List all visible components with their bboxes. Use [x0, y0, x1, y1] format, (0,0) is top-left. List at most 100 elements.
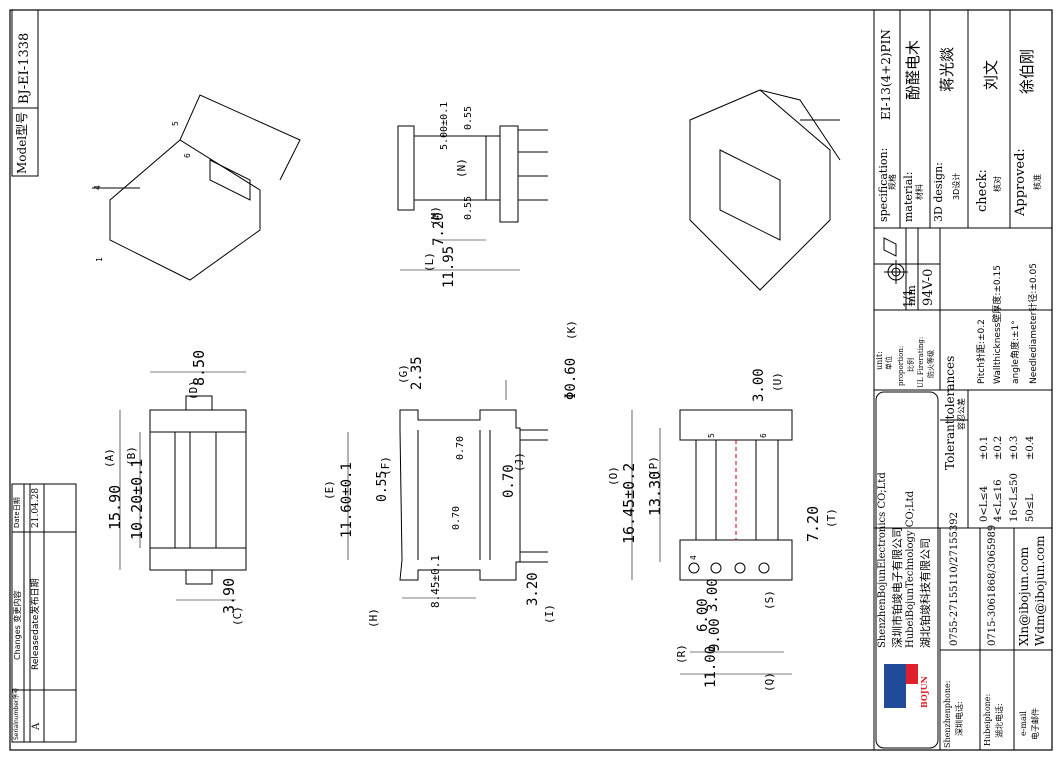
dim-front-b-tag: (B)	[125, 446, 138, 466]
rev-row-date: 21.04.28	[31, 487, 41, 528]
approved-value: 徐伯刚	[1018, 48, 1036, 94]
dim-end-u: 3.00	[751, 368, 767, 402]
dim-side-j1: 0.70	[455, 435, 466, 460]
shenzhen-phone: 0755-27155110/27155392	[949, 512, 960, 646]
dim-end-t-tag: (T)	[825, 508, 838, 528]
shenzhen-label-cn: 深圳电话:	[955, 701, 964, 736]
isometric-view-right	[689, 89, 841, 291]
rev-header-date: Date日期	[13, 497, 21, 528]
rev-header-changes: Changes 变更内容	[13, 590, 22, 660]
dim-front-d-tag: (D)	[187, 380, 200, 400]
check-label: check:	[975, 169, 990, 212]
dim-end-o-tag: (O)	[607, 466, 620, 486]
dim-top-l: 7.20	[431, 212, 447, 246]
dim-top-1195: 11.95	[441, 245, 457, 288]
rev-row-change: Releasedate发布日期	[31, 578, 41, 670]
company-en-1: ShenzhenBojunElectronics CO;Ltd	[877, 472, 888, 648]
dim-end-s-tag: (S)	[763, 590, 776, 610]
company-cn-1: 深圳市铂竣电子有限公司	[891, 527, 904, 648]
tolerance-value-4: ±0.4	[1025, 435, 1036, 460]
design-label-cn: 3D设计	[952, 172, 961, 200]
shenzhen-label: Shenzhenphone:	[943, 680, 952, 748]
front-view	[119, 371, 247, 601]
check-value: 刘文	[982, 59, 1000, 90]
dim-side-h-tag: (H)	[367, 608, 380, 628]
pin-label-5: 5	[171, 121, 180, 126]
unit-label-cn: 单位	[885, 356, 893, 370]
hubei-label-cn: 湖北电话:	[995, 703, 1004, 738]
tolerance-value-3: ±0.3	[1009, 435, 1020, 460]
sheet-frame	[9, 9, 1053, 751]
fire-value: 94V-0	[921, 268, 936, 306]
tolerance-title-cn: 容忍公差	[957, 398, 966, 430]
note-wall: Wallthickness壁厚度:±0.15	[993, 265, 1003, 384]
dim-side-i: 3.20	[525, 572, 541, 606]
email-label: e-mail	[1019, 711, 1028, 736]
spec-value: EI-13(4+2)PIN	[879, 29, 893, 120]
dim-end-r-tag: (R)	[675, 644, 688, 664]
note-needle: Needlediameter针径:±0.05	[1029, 263, 1039, 384]
dim-top-055a: 0.55	[463, 105, 474, 130]
end-pin-label-5: 5	[707, 433, 716, 438]
dim-side-g-tag: (G)	[397, 364, 410, 384]
dim-side-j-tag: (J)	[513, 452, 526, 472]
unit-label: unit:	[875, 351, 884, 370]
dim-side-e: 11.60±0.1	[339, 462, 355, 538]
pin-label-6: 6	[183, 153, 192, 158]
dim-end-p: 13.30	[646, 470, 664, 516]
circle-symbols	[883, 237, 908, 284]
dim-side-g: 2.35	[409, 356, 425, 390]
end-pin-label-6: 6	[759, 433, 768, 438]
design-label: 3D design:	[932, 162, 945, 222]
approved-label-cn: 核准	[1033, 174, 1042, 190]
fire-label: UL Firerating:	[917, 336, 925, 388]
email-2: Wdm@ibojun.com	[1033, 535, 1047, 646]
dim-side-e-tag: (E)	[323, 480, 336, 500]
dim-top-l-tag: (L)	[423, 252, 436, 272]
hubei-phone: 0715-3061868/3065989	[987, 524, 998, 646]
note-angle: angle角度:±1°	[1011, 320, 1021, 384]
side-view	[347, 380, 548, 599]
isometric-view-left	[92, 94, 301, 281]
dim-front-b: 10.20±0.1	[128, 458, 146, 540]
dim-end-p-tag: (P)	[647, 456, 660, 476]
pin-label-1: 1	[95, 257, 104, 262]
dim-top-055b: 0.55	[463, 195, 474, 220]
dim-top-n-tag: (N)	[455, 158, 468, 178]
company-en-2: HubeiBojunTechnology CO;Ltd	[905, 490, 916, 648]
dim-end-q-tag: (Q)	[763, 672, 776, 692]
model-label: Model型号	[15, 111, 29, 174]
hubei-label: Hubeiphone:	[983, 693, 992, 746]
fire-label-cn: 防火等级	[927, 350, 935, 378]
dim-front-a: 15.90	[106, 484, 124, 530]
dim-end-u-tag: (U)	[771, 372, 784, 392]
dim-end-t: 7.20	[804, 505, 822, 542]
tolerance-range-2: 4<L≤16	[993, 479, 1004, 523]
proportion-value: 1/1	[901, 288, 915, 308]
dim-front-a-tag: (A)	[103, 448, 116, 468]
dim-side-j3: 0.70	[451, 505, 462, 530]
logo	[884, 664, 918, 708]
proportion-label-cn: 比例	[907, 358, 915, 372]
email-1: Xln@ibojun.com	[1017, 546, 1031, 646]
end-view	[631, 409, 793, 675]
tolerance-range-3: 16<L≤50	[1009, 473, 1020, 522]
dim-front-c-tag: (C)	[231, 606, 244, 626]
tolerance-range-1: 0<L≤4	[979, 485, 990, 522]
email-label-cn: 电子邮件	[1031, 708, 1040, 740]
dim-side-k-tag: (K)	[565, 320, 578, 340]
end-pin-label-4: 4	[689, 555, 698, 560]
tolerance-value-1: ±0.1	[979, 435, 990, 460]
model-value: BJ-EI-1338	[17, 32, 32, 104]
dim-side-h: 8.45±0.1	[429, 555, 442, 608]
top-view	[397, 125, 548, 271]
logo-text: BOJUN	[919, 676, 929, 708]
dim-side-i-tag: (I)	[543, 604, 556, 624]
company-cn-2: 湖北铂竣科技有限公司	[919, 538, 932, 648]
tolerance-value-2: ±0.2	[993, 435, 1004, 460]
dim-end-q: 11.00	[703, 645, 719, 688]
approved-label: Approved:	[1013, 148, 1028, 216]
tolerance-title: Toleranttolerances	[943, 355, 957, 470]
spec-label-cn: 规格	[888, 174, 897, 190]
